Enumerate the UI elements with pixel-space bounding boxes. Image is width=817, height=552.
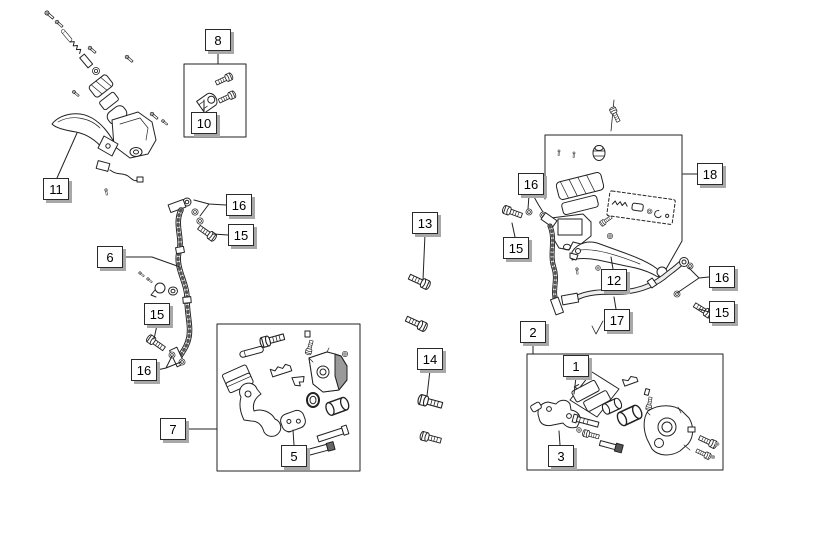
brake-lever xyxy=(51,113,119,157)
callout-2-group-box xyxy=(526,353,724,471)
callout-18-group-box xyxy=(544,134,683,279)
callout-15[interactable]: 15 xyxy=(709,301,735,323)
master-cylinder-body xyxy=(111,111,157,159)
caliper-cover xyxy=(280,409,306,433)
piston-seal xyxy=(306,392,320,408)
callout-14[interactable]: 14 xyxy=(417,348,443,370)
master-cylinder-body xyxy=(550,213,592,251)
callout-13[interactable]: 13 xyxy=(412,212,438,234)
left-brake-caliper-exploded xyxy=(222,330,351,457)
callout-7[interactable]: 7 xyxy=(160,418,186,440)
callout-16[interactable]: 16 xyxy=(518,173,544,195)
brake-pads xyxy=(571,379,600,403)
callout-15[interactable]: 15 xyxy=(144,303,170,325)
callout-3[interactable]: 3 xyxy=(548,445,574,467)
handlebar-clamp xyxy=(196,92,218,114)
slide-pin xyxy=(571,413,600,428)
callout-15[interactable]: 15 xyxy=(503,237,529,259)
callout-5[interactable]: 5 xyxy=(281,445,307,467)
callout-16[interactable]: 16 xyxy=(226,194,252,216)
callout-16[interactable]: 16 xyxy=(709,266,735,288)
right-brake-hose xyxy=(560,257,715,320)
callout-16[interactable]: 16 xyxy=(131,359,157,381)
right-brake-lever xyxy=(571,241,668,278)
callout-6[interactable]: 6 xyxy=(97,246,123,268)
callout-1[interactable]: 1 xyxy=(563,355,589,377)
right-master-cylinder-exploded xyxy=(501,99,676,335)
callout-15[interactable]: 15 xyxy=(228,224,254,246)
callout-18[interactable]: 18 xyxy=(697,163,723,185)
caliper-bracket xyxy=(537,399,581,429)
left-brake-lever-assembly xyxy=(43,9,169,196)
lever-clamp-detail xyxy=(196,71,238,114)
slide-pin-boot xyxy=(304,441,336,457)
callout-2[interactable]: 2 xyxy=(520,321,546,343)
callout-8-group-box xyxy=(183,63,247,138)
brake-switch xyxy=(95,160,144,196)
reservoir-cap xyxy=(555,172,605,200)
leader-lines xyxy=(56,50,710,446)
piston-repair-kit xyxy=(606,190,676,225)
callout-12[interactable]: 12 xyxy=(601,269,627,291)
hose-clamp xyxy=(150,282,166,298)
callout-10[interactable]: 10 xyxy=(191,112,217,134)
callout-17[interactable]: 17 xyxy=(604,309,630,331)
caliper-body xyxy=(643,405,696,456)
callout-8[interactable]: 8 xyxy=(205,29,231,51)
caliper-body xyxy=(308,347,348,393)
callout-11[interactable]: 11 xyxy=(43,178,69,200)
slide-pin xyxy=(316,424,350,443)
right-brake-caliper-exploded xyxy=(530,371,720,461)
group-boxes xyxy=(183,63,724,472)
callout-7-group-box xyxy=(216,323,361,472)
cap-nut xyxy=(592,145,606,161)
slide-pin-boot xyxy=(598,440,624,454)
reservoir-cap xyxy=(88,74,114,98)
